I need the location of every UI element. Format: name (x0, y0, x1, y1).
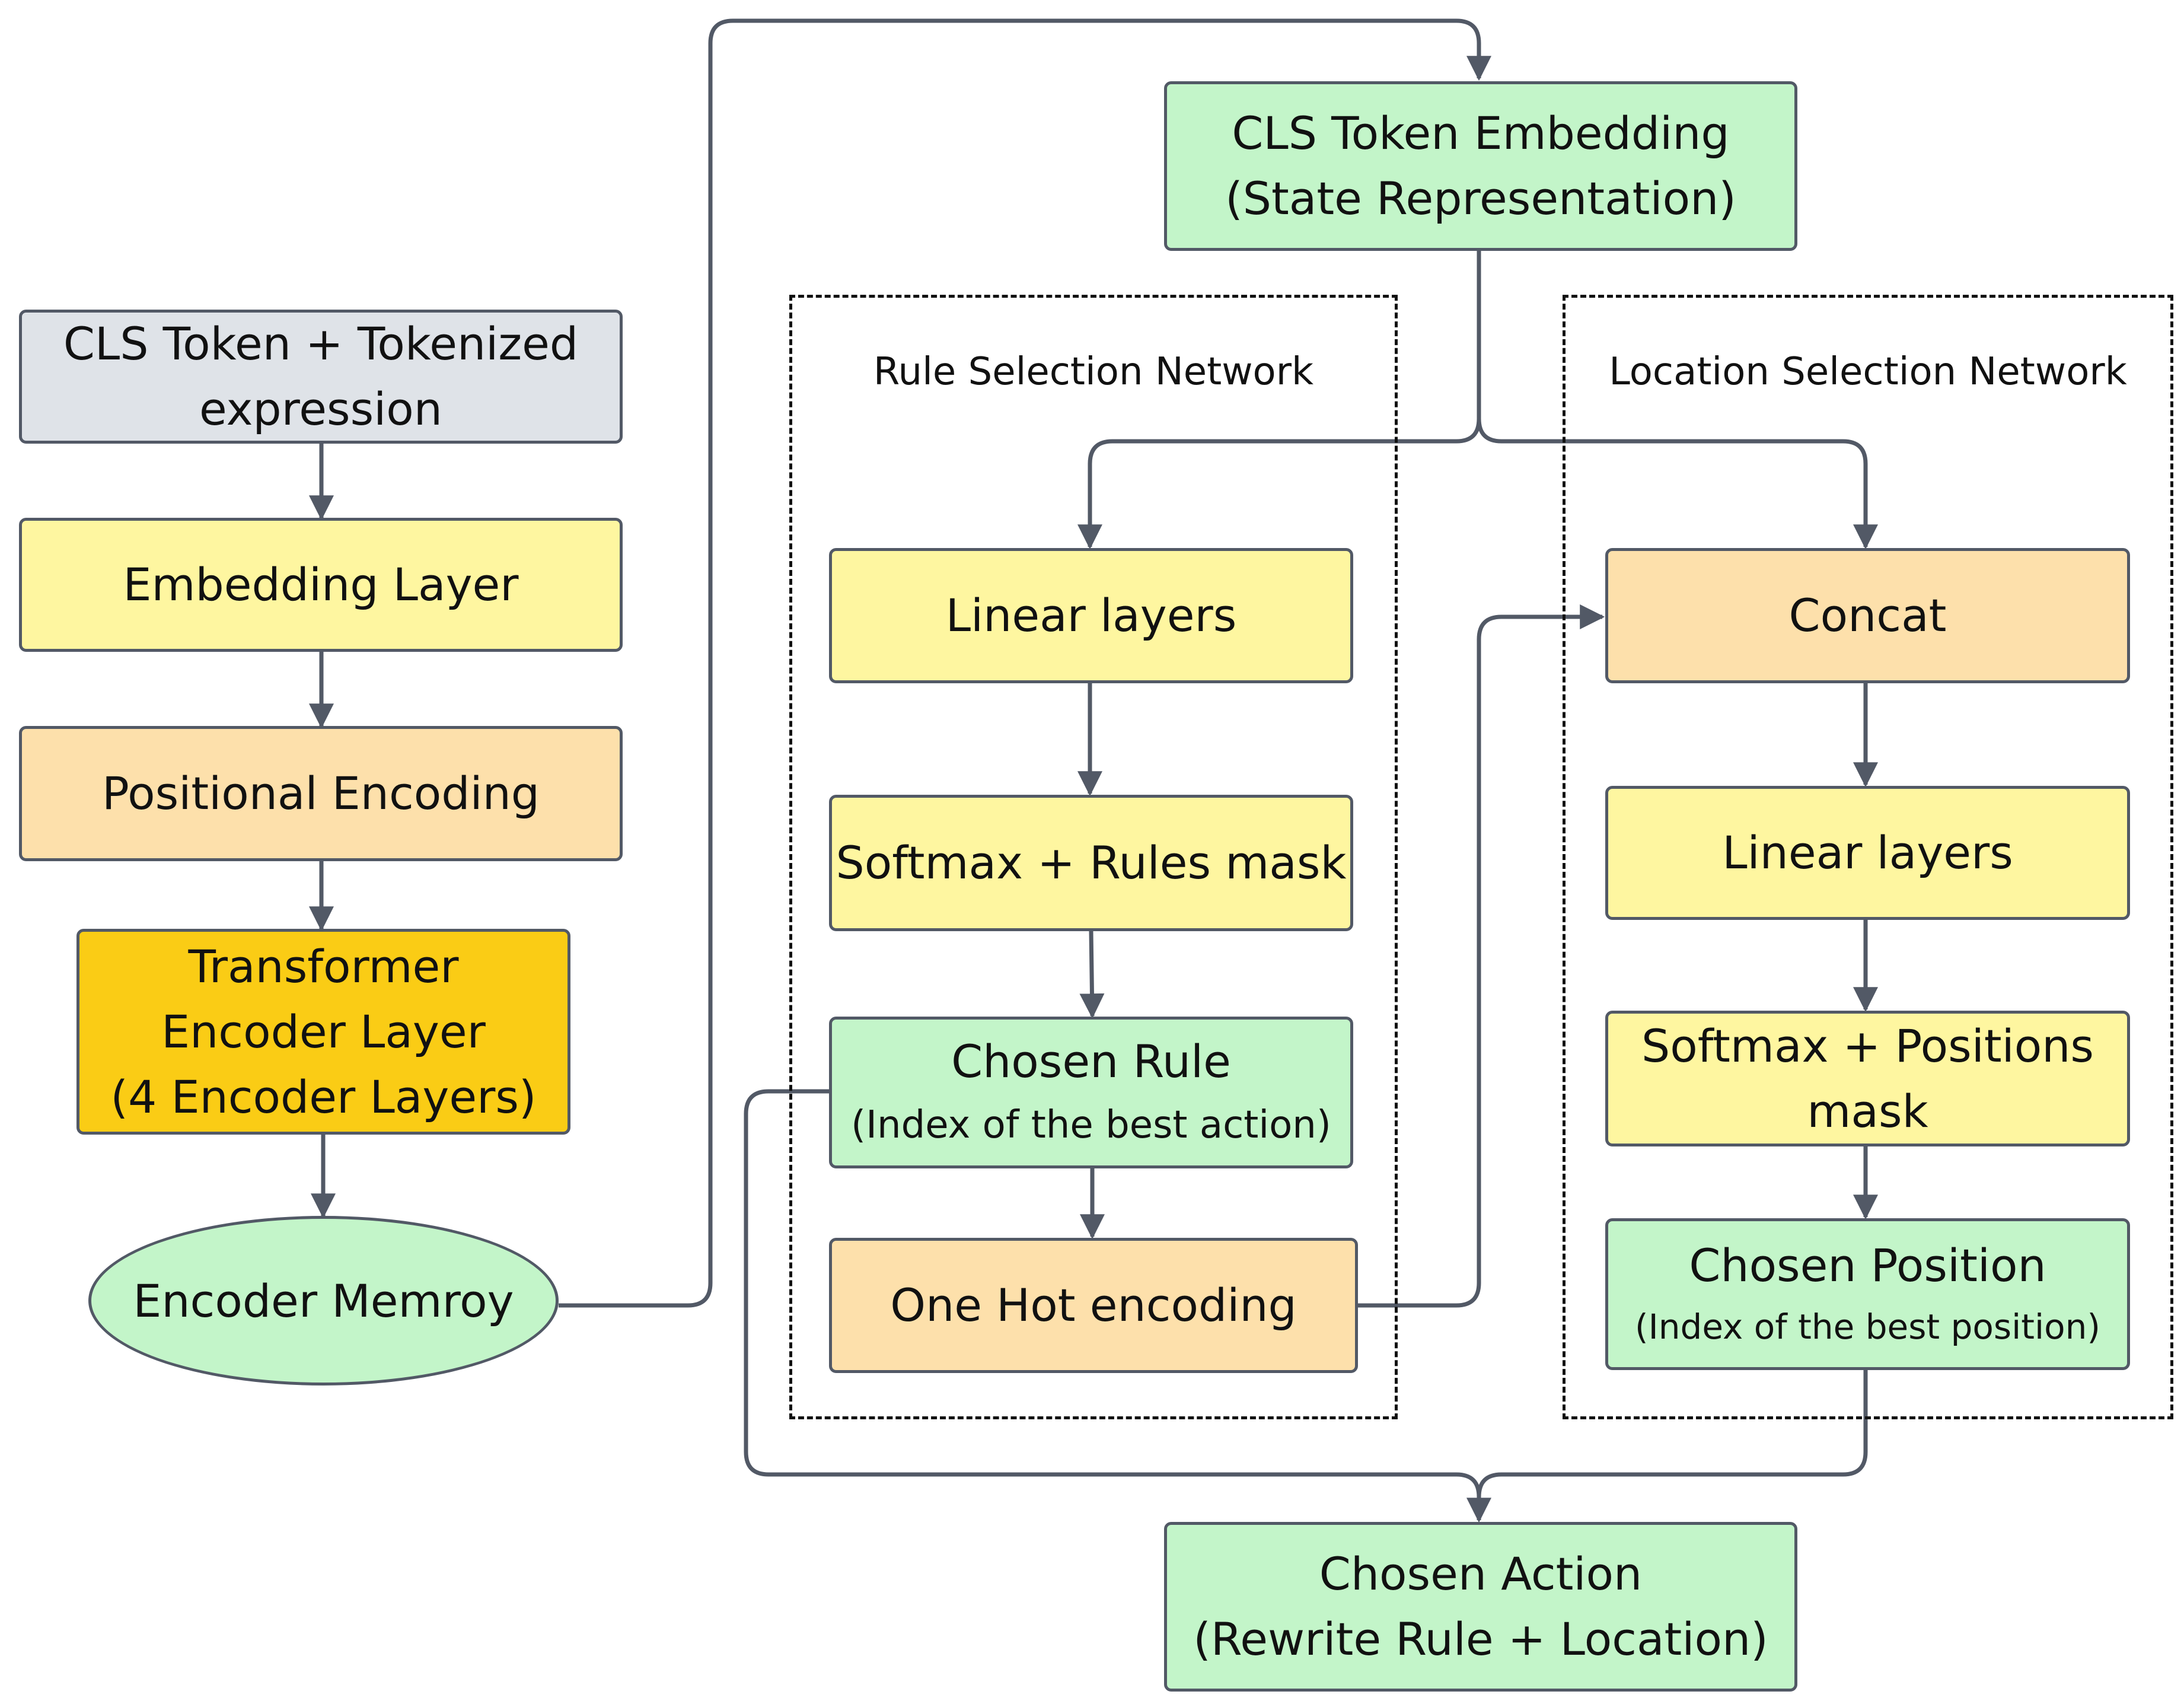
rule-selection-network-label: Rule Selection Network (873, 350, 1314, 394)
arrow-chosen-rule-to-action (744, 1089, 1491, 1523)
encoder-memory-ellipse: Encoder Memroy (88, 1216, 559, 1386)
location-softmax-line2: mask (1807, 1084, 1928, 1138)
concat-box: Concat (1605, 548, 2130, 683)
location-softmax-box: Softmax + Positions mask (1605, 1011, 2130, 1146)
arrow-cls-to-concat (1477, 418, 1878, 550)
rule-linear-layers-box: Linear layers (829, 548, 1353, 683)
transformer-line3: (4 Encoder Layers) (110, 1070, 537, 1123)
cls-token-embedding-box: CLS Token Embedding (State Representatio… (1164, 81, 1797, 251)
arrow-chosen-position-to-action (1477, 1370, 1868, 1498)
transformer-line1: Transformer (188, 939, 459, 993)
chosen-rule-line2: (Index of the best action) (851, 1103, 1331, 1147)
chosen-position-line1: Chosen Position (1689, 1239, 2046, 1292)
input-tokens-line2: expression (199, 383, 442, 435)
rule-linear-layers-label: Linear layers (945, 589, 1237, 642)
location-linear-layers-box: Linear layers (1605, 786, 2130, 920)
cls-embedding-line1: CLS Token Embedding (1232, 107, 1730, 160)
transformer-encoder-box: Transformer Encoder Layer (4 Encoder Lay… (76, 929, 570, 1135)
positional-encoding-label: Positional Encoding (102, 767, 540, 820)
rule-selection-network-group (789, 295, 1398, 1419)
chosen-action-line2: (Rewrite Rule + Location) (1193, 1613, 1768, 1665)
chosen-position-box: Chosen Position (Index of the best posit… (1605, 1218, 2130, 1370)
chosen-position-line2: (Index of the best position) (1635, 1307, 2100, 1347)
chosen-action-line1: Chosen Action (1319, 1547, 1643, 1600)
chosen-action-box: Chosen Action (Rewrite Rule + Location) (1164, 1522, 1797, 1692)
arrow-cls-to-rule-linear (1077, 251, 1481, 550)
encoder-memory-label: Encoder Memroy (133, 1274, 514, 1327)
location-selection-network-label: Location Selection Network (1609, 350, 2127, 394)
input-tokens-line1: CLS Token + Tokenized (63, 317, 579, 370)
one-hot-encoding-box: One Hot encoding (829, 1238, 1358, 1373)
concat-label: Concat (1788, 589, 1947, 642)
embedding-layer-label: Embedding Layer (123, 558, 519, 611)
transformer-line2: Encoder Layer (161, 1005, 486, 1058)
embedding-layer-box: Embedding Layer (19, 518, 623, 652)
arrow-onehot-to-concat (1358, 604, 1605, 1308)
location-selection-network-group (1563, 295, 2173, 1419)
rule-softmax-box: Softmax + Rules mask (829, 795, 1353, 931)
arrow-memory-to-cls (559, 18, 1491, 1308)
location-linear-layers-label: Linear layers (1722, 826, 2013, 879)
chosen-rule-line1: Chosen Rule (951, 1035, 1231, 1088)
rule-softmax-label: Softmax + Rules mask (836, 836, 1347, 889)
cls-embedding-line2: (State Representation) (1225, 172, 1736, 225)
location-softmax-line1: Softmax + Positions (1641, 1019, 2094, 1072)
input-tokens-box: CLS Token + Tokenized expression (19, 310, 623, 444)
chosen-rule-box: Chosen Rule (Index of the best action) (829, 1017, 1353, 1168)
one-hot-encoding-label: One Hot encoding (890, 1279, 1297, 1332)
arrow-rule-softmax-to-chosen (1079, 931, 1105, 1019)
positional-encoding-box: Positional Encoding (19, 726, 623, 861)
